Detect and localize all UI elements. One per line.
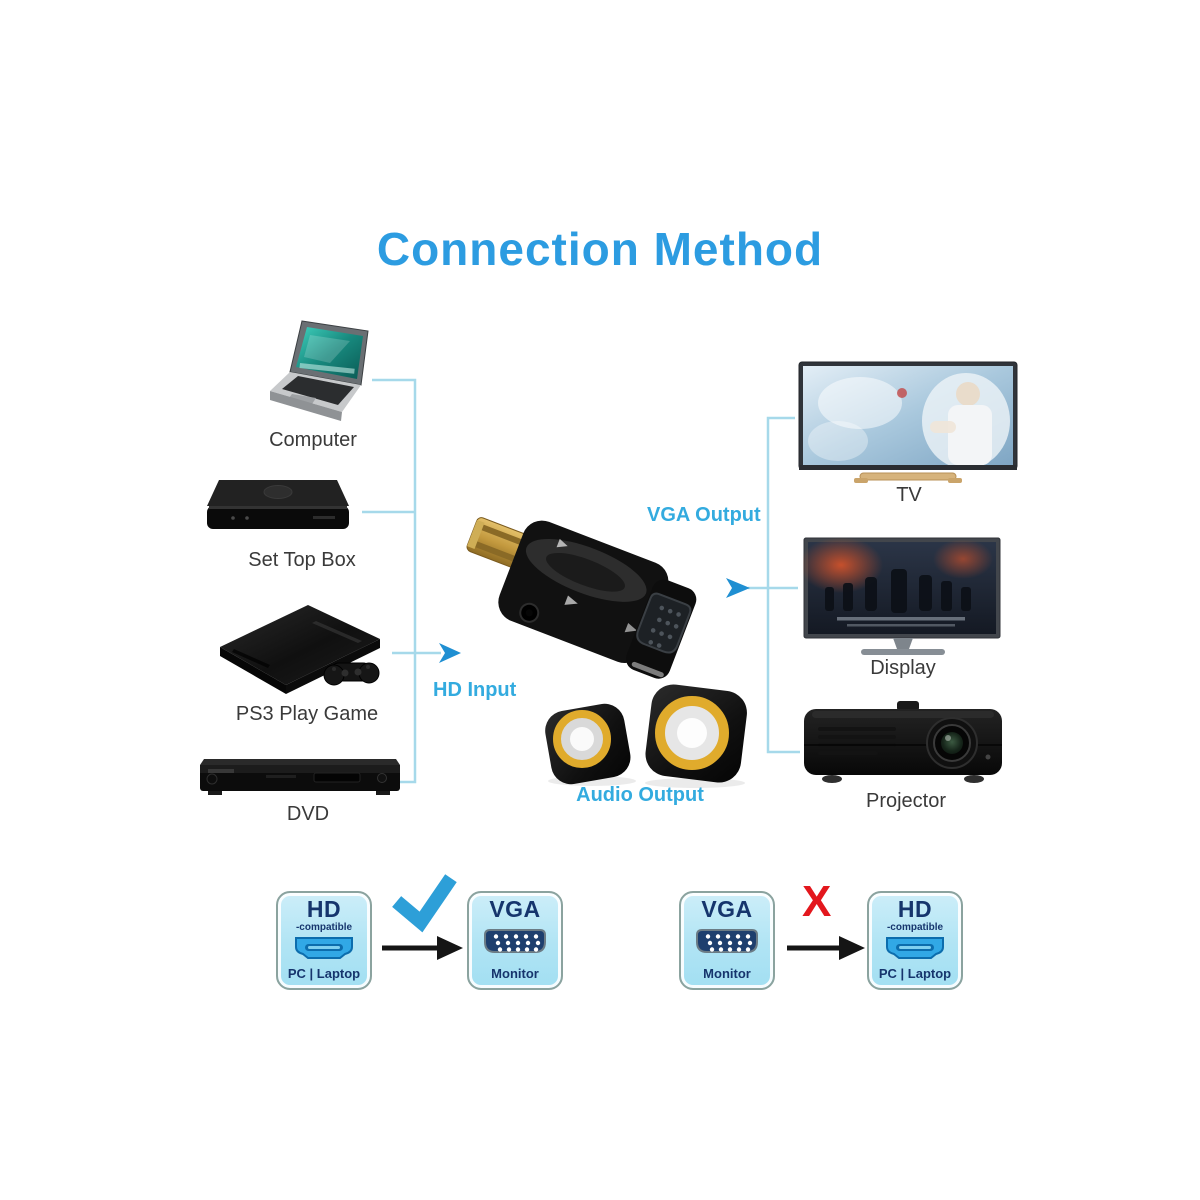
- body-arrow-mark-icon: [564, 595, 578, 605]
- audio-output-label: Audio Output: [576, 784, 704, 806]
- hdmi-port-icon: [886, 937, 944, 959]
- dvd-label: DVD: [286, 803, 330, 825]
- hd-box-title: HD: [306, 896, 342, 922]
- correct-arrow-head-icon: [437, 936, 463, 960]
- wrong-arrow-head-icon: [839, 936, 865, 960]
- speakers-illustration: [545, 684, 747, 788]
- body-arrow-mark-icon: [624, 622, 638, 633]
- right-bracket-line: [766, 416, 800, 754]
- projector-illustration: [804, 701, 1002, 783]
- vga-port-icon: [696, 929, 758, 953]
- hd-box-caption: PC | Laptop: [878, 966, 952, 981]
- set-top-box-label: Set Top Box: [248, 549, 356, 571]
- x-icon: X: [802, 877, 832, 926]
- hd-input-label: HD Input: [433, 679, 517, 701]
- display-illustration: [803, 537, 1001, 655]
- hd-box-title: HD: [897, 896, 933, 922]
- vga-target-box: VGA Monitor: [467, 891, 563, 990]
- hd-input-arrowhead-icon: [439, 643, 461, 663]
- ps3-label: PS3 Play Game: [235, 703, 379, 725]
- hdmi-to-vga-adapter-illustration: [466, 517, 697, 679]
- check-icon: [392, 874, 457, 933]
- hd-target-box: HD -compatible PC | Laptop: [867, 891, 963, 990]
- left-bracket-line: [372, 378, 417, 784]
- computer-label: Computer: [269, 429, 357, 451]
- tv-illustration: [798, 361, 1018, 483]
- tv-label: TV: [896, 484, 922, 506]
- vga-output-arrowhead-icon: [726, 578, 750, 598]
- vga-box-title: VGA: [701, 896, 753, 922]
- vga-port-icon: [484, 929, 546, 953]
- vga-output-label: VGA Output: [647, 504, 761, 526]
- set-top-box-illustration: [207, 480, 349, 529]
- vga-port-face-icon: [625, 579, 697, 679]
- projector-label: Projector: [865, 790, 947, 812]
- vga-box-caption: Monitor: [491, 966, 539, 981]
- ps3-illustration: [220, 605, 380, 694]
- vga-box-title: VGA: [489, 896, 541, 922]
- hd-box-subtitle: -compatible: [886, 922, 944, 933]
- page-title: Connection Method: [376, 223, 824, 275]
- game-controller-icon: [323, 662, 380, 686]
- body-arrow-mark-icon: [556, 538, 568, 548]
- vga-box-caption: Monitor: [703, 966, 751, 981]
- hd-source-box: HD -compatible PC | Laptop: [276, 891, 372, 990]
- dvd-player-illustration: [200, 759, 400, 795]
- hd-box-caption: PC | Laptop: [287, 966, 361, 981]
- vga-source-box: VGA Monitor: [679, 891, 775, 990]
- hdmi-port-icon: [295, 937, 353, 959]
- computer-illustration: [270, 320, 369, 421]
- display-label: Display: [870, 657, 936, 679]
- hd-box-subtitle: -compatible: [295, 922, 353, 933]
